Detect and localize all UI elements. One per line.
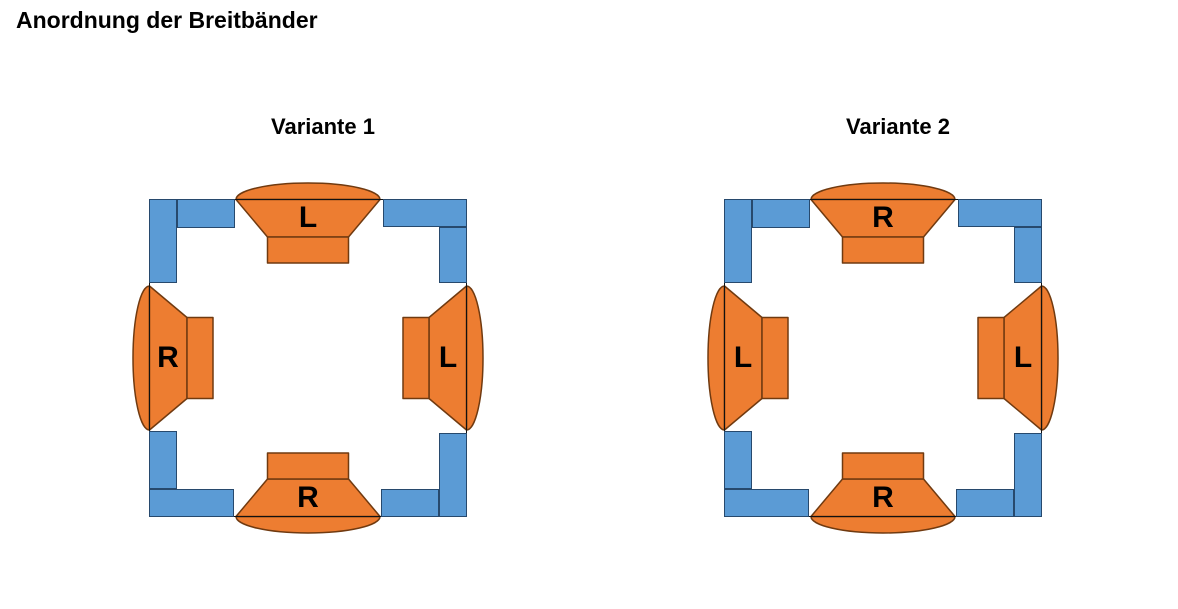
variant-1-group: Variante 1 L R L R [132, 113, 484, 534]
speaker-bottom-icon [810, 452, 956, 534]
speaker-bottom-icon [235, 452, 381, 534]
page-title: Anordnung der Breitbänder [16, 7, 318, 33]
speaker-top-icon [810, 182, 956, 264]
speaker-left-icon [132, 285, 214, 431]
variant-1-square: L R L R [132, 182, 484, 534]
corner-bottom-right-long [1014, 433, 1042, 517]
corner-bottom-right-long [439, 433, 467, 517]
corner-bottom-left-short [149, 431, 177, 489]
variant-1-title: Variante 1 [271, 114, 375, 139]
corner-top-left-short [752, 199, 810, 228]
speaker-left-icon [707, 285, 789, 431]
variant-2-group: Variante 2 R L L R [707, 113, 1059, 534]
speaker-top-icon [235, 182, 381, 264]
corner-bottom-left-long [724, 489, 809, 517]
corner-top-right-short [1014, 227, 1042, 283]
corner-top-left-long [149, 199, 177, 283]
corner-bottom-left-long [149, 489, 234, 517]
corner-bottom-left-short [724, 431, 752, 489]
corner-top-right-short [439, 227, 467, 283]
corner-bottom-right-short [956, 489, 1014, 517]
corner-top-right-long [383, 199, 467, 227]
speaker-right-icon [402, 285, 484, 431]
variant-2-square: R L L R [707, 182, 1059, 534]
corner-top-right-long [958, 199, 1042, 227]
corner-top-left-long [724, 199, 752, 283]
corner-top-left-short [177, 199, 235, 228]
corner-bottom-right-short [381, 489, 439, 517]
speaker-right-icon [977, 285, 1059, 431]
variant-2-title: Variante 2 [846, 114, 950, 139]
